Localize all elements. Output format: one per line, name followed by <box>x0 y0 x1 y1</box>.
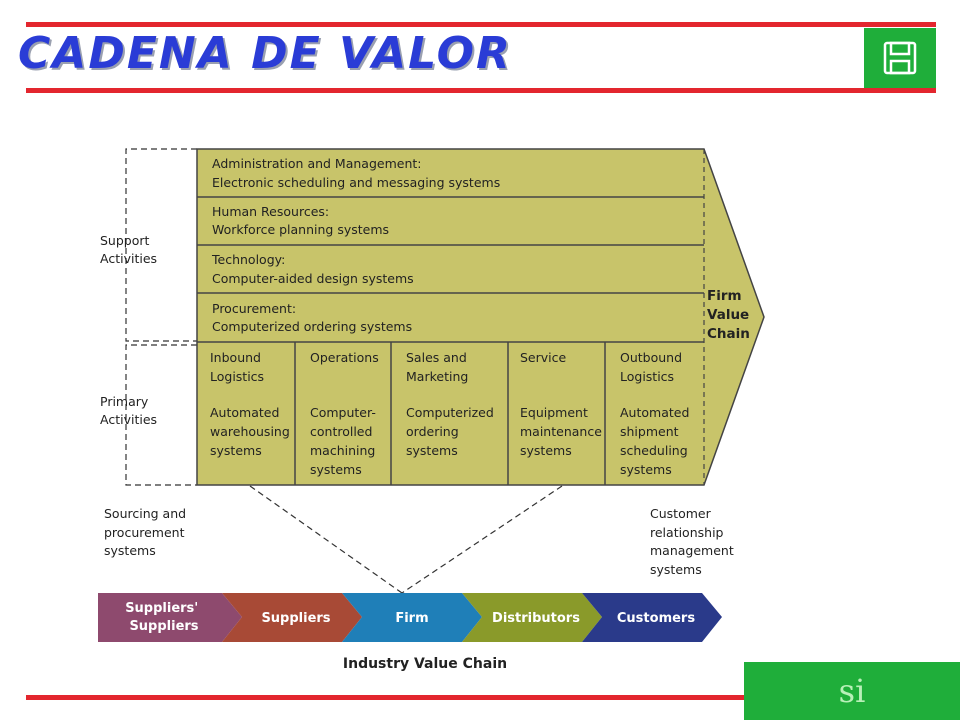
primary-activity-service: Service Equipment maintenance systems <box>520 350 606 458</box>
chain-label-firm: Firm <box>395 611 428 626</box>
support-activity-procurement: Procurement: Computerized ordering syste… <box>212 301 412 334</box>
chain-segment-firm <box>342 593 482 642</box>
primary-bracket <box>125 344 197 486</box>
page-title: CADENA DE VALOR <box>18 28 512 79</box>
primary-activity-outbound: Outbound Logistics Automated shipment sc… <box>620 350 693 477</box>
top-rule <box>26 22 936 27</box>
support-activities: Administration and Management: Electroni… <box>197 156 704 343</box>
crm-note: Customer relationship management systems <box>650 506 738 577</box>
firm-value-chain-label: Firm Value Chain <box>707 288 754 342</box>
industry-value-chain-label: Industry Value Chain <box>343 656 507 672</box>
support-activity-admin: Administration and Management: Electroni… <box>212 156 500 190</box>
chain-label-suppliers-suppliers: Suppliers' Suppliers <box>125 601 203 634</box>
support-activity-hr: Human Resources: Workforce planning syst… <box>212 204 389 237</box>
chain-segment-suppliers-suppliers <box>98 593 242 642</box>
chain-label-distributors: Distributors <box>492 611 580 626</box>
chain-segment-customers <box>582 593 722 642</box>
chain-label-suppliers: Suppliers <box>261 611 330 626</box>
sourcing-note: Sourcing and procurement systems <box>104 506 190 558</box>
bottom-rule <box>26 695 744 700</box>
primary-activity-inbound: Inbound Logistics Automated warehousing … <box>210 350 294 458</box>
primary-activity-sales: Sales and Marketing Computerized orderin… <box>406 350 498 458</box>
primary-activities: Inbound Logistics Automated warehousing … <box>210 342 693 485</box>
support-bracket <box>125 148 197 342</box>
primary-activity-operations: Operations Computer- controlled machinin… <box>310 350 383 477</box>
chain-segment-suppliers <box>222 593 362 642</box>
chain-label-customers: Customers <box>617 611 695 626</box>
primary-label: Primary Activities <box>100 394 157 427</box>
industry-value-chain: Suppliers' Suppliers Suppliers Firm Dist… <box>98 593 722 642</box>
next-button[interactable]: si <box>744 662 960 720</box>
firm-value-chain-arrow <box>196 148 765 486</box>
chain-segment-distributors <box>462 593 602 642</box>
header-rule <box>26 88 936 93</box>
funnel-lines <box>249 485 563 594</box>
save-button[interactable] <box>864 28 936 88</box>
floppy-disk-icon <box>883 41 917 75</box>
support-label: Support Activities <box>100 233 157 266</box>
support-activity-technology: Technology: Computer-aided design system… <box>211 252 414 286</box>
